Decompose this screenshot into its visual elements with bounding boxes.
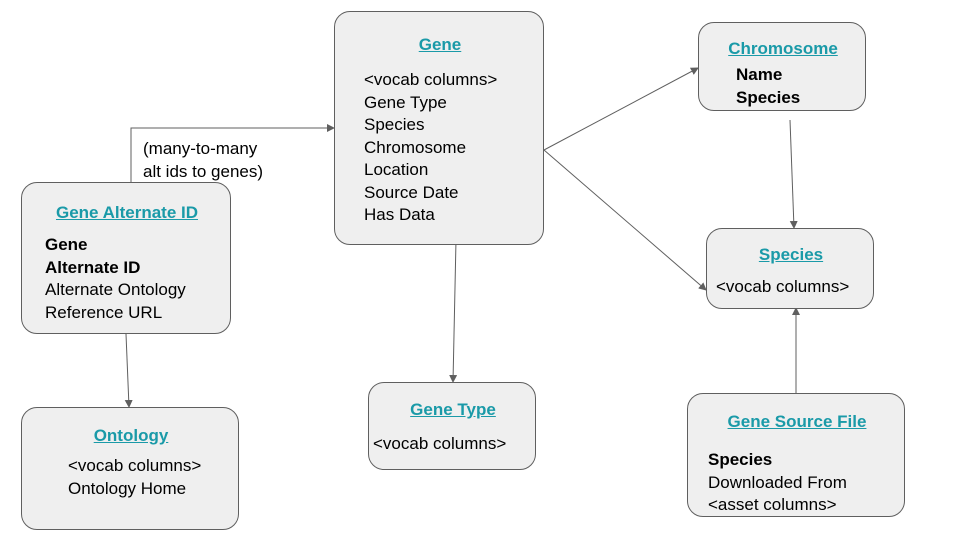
- edge-label-line: (many-to-many: [143, 139, 258, 158]
- gene-source-file-field: Downloaded From: [708, 472, 847, 492]
- gene-alternate-id-field: Alternate Ontology: [45, 280, 186, 299]
- edge-label-line: alt ids to genes): [143, 162, 264, 181]
- gene-source-file-title[interactable]: Gene Source File: [727, 412, 867, 431]
- gene-field: Chromosome: [364, 137, 467, 157]
- gene-title[interactable]: Gene: [418, 35, 462, 54]
- gene-source-file-field: <asset columns>: [708, 495, 837, 514]
- gene-alternate-id-entity: Gene Alternate ID Gene Alternate ID Alte…: [21, 182, 231, 334]
- ontology-field: <vocab columns>: [68, 456, 202, 475]
- gene-field: Gene Type: [364, 92, 447, 112]
- gene-field: Species: [364, 115, 425, 134]
- gene-alternate-id-field: Reference URL: [45, 302, 163, 322]
- edge-chromosome-to-species: [789, 119, 798, 229]
- gene-entity: Gene <vocab columns> Gene Type Species C…: [334, 11, 544, 245]
- species-title[interactable]: Species: [758, 245, 824, 264]
- chromosome-key-fields: Name Species: [736, 64, 800, 109]
- gene-field: Location: [364, 160, 429, 179]
- gene-source-file-fields: Species Downloaded From <asset columns>: [708, 449, 847, 517]
- edge-gene-to-chromosome: [543, 67, 699, 151]
- chromosome-title[interactable]: Chromosome: [728, 39, 838, 58]
- gene-alternate-id-fields: Gene Alternate ID Alternate Ontology Ref…: [45, 234, 186, 324]
- gene-alternate-id-key-field: Alternate ID: [45, 257, 141, 277]
- species-fields: <vocab columns>: [716, 276, 849, 299]
- species-entity: Species <vocab columns>: [706, 228, 874, 309]
- ontology-fields: <vocab columns> Ontology Home: [68, 455, 201, 500]
- gene-type-title[interactable]: Gene Type: [410, 400, 496, 419]
- species-field: <vocab columns>: [716, 277, 850, 296]
- alt-id-gene-edge-label: (many-to-many alt ids to genes): [143, 137, 263, 183]
- gene-field: Has Data: [364, 205, 435, 224]
- gene-type-entity: Gene Type <vocab columns>: [368, 382, 536, 470]
- gene-source-file-key-field: Species: [708, 450, 773, 469]
- gene-field: Source Date: [364, 182, 459, 202]
- gene-alternate-id-title[interactable]: Gene Alternate ID: [55, 203, 199, 222]
- chromosome-key-field: Species: [736, 87, 801, 107]
- gene-field: <vocab columns>: [364, 70, 498, 89]
- gene-type-fields: <vocab columns>: [373, 433, 506, 456]
- ontology-field: Ontology Home: [68, 478, 187, 498]
- ontology-entity: Ontology <vocab columns> Ontology Home: [21, 407, 239, 530]
- chromosome-entity: Chromosome Name Species: [698, 22, 866, 111]
- gene-alternate-id-key-field: Gene: [45, 235, 88, 254]
- edge-gene-to-species: [543, 149, 707, 291]
- ontology-title[interactable]: Ontology: [93, 426, 169, 445]
- edge-gene-to-gene-type: [449, 239, 458, 383]
- edge-alternate-id-to-ontology: [124, 333, 133, 408]
- gene-type-field: <vocab columns>: [373, 434, 507, 453]
- gene-source-file-entity: Gene Source File Species Downloaded From…: [687, 393, 905, 517]
- gene-fields: <vocab columns> Gene Type Species Chromo…: [364, 69, 497, 227]
- chromosome-key-field: Name: [736, 65, 783, 84]
